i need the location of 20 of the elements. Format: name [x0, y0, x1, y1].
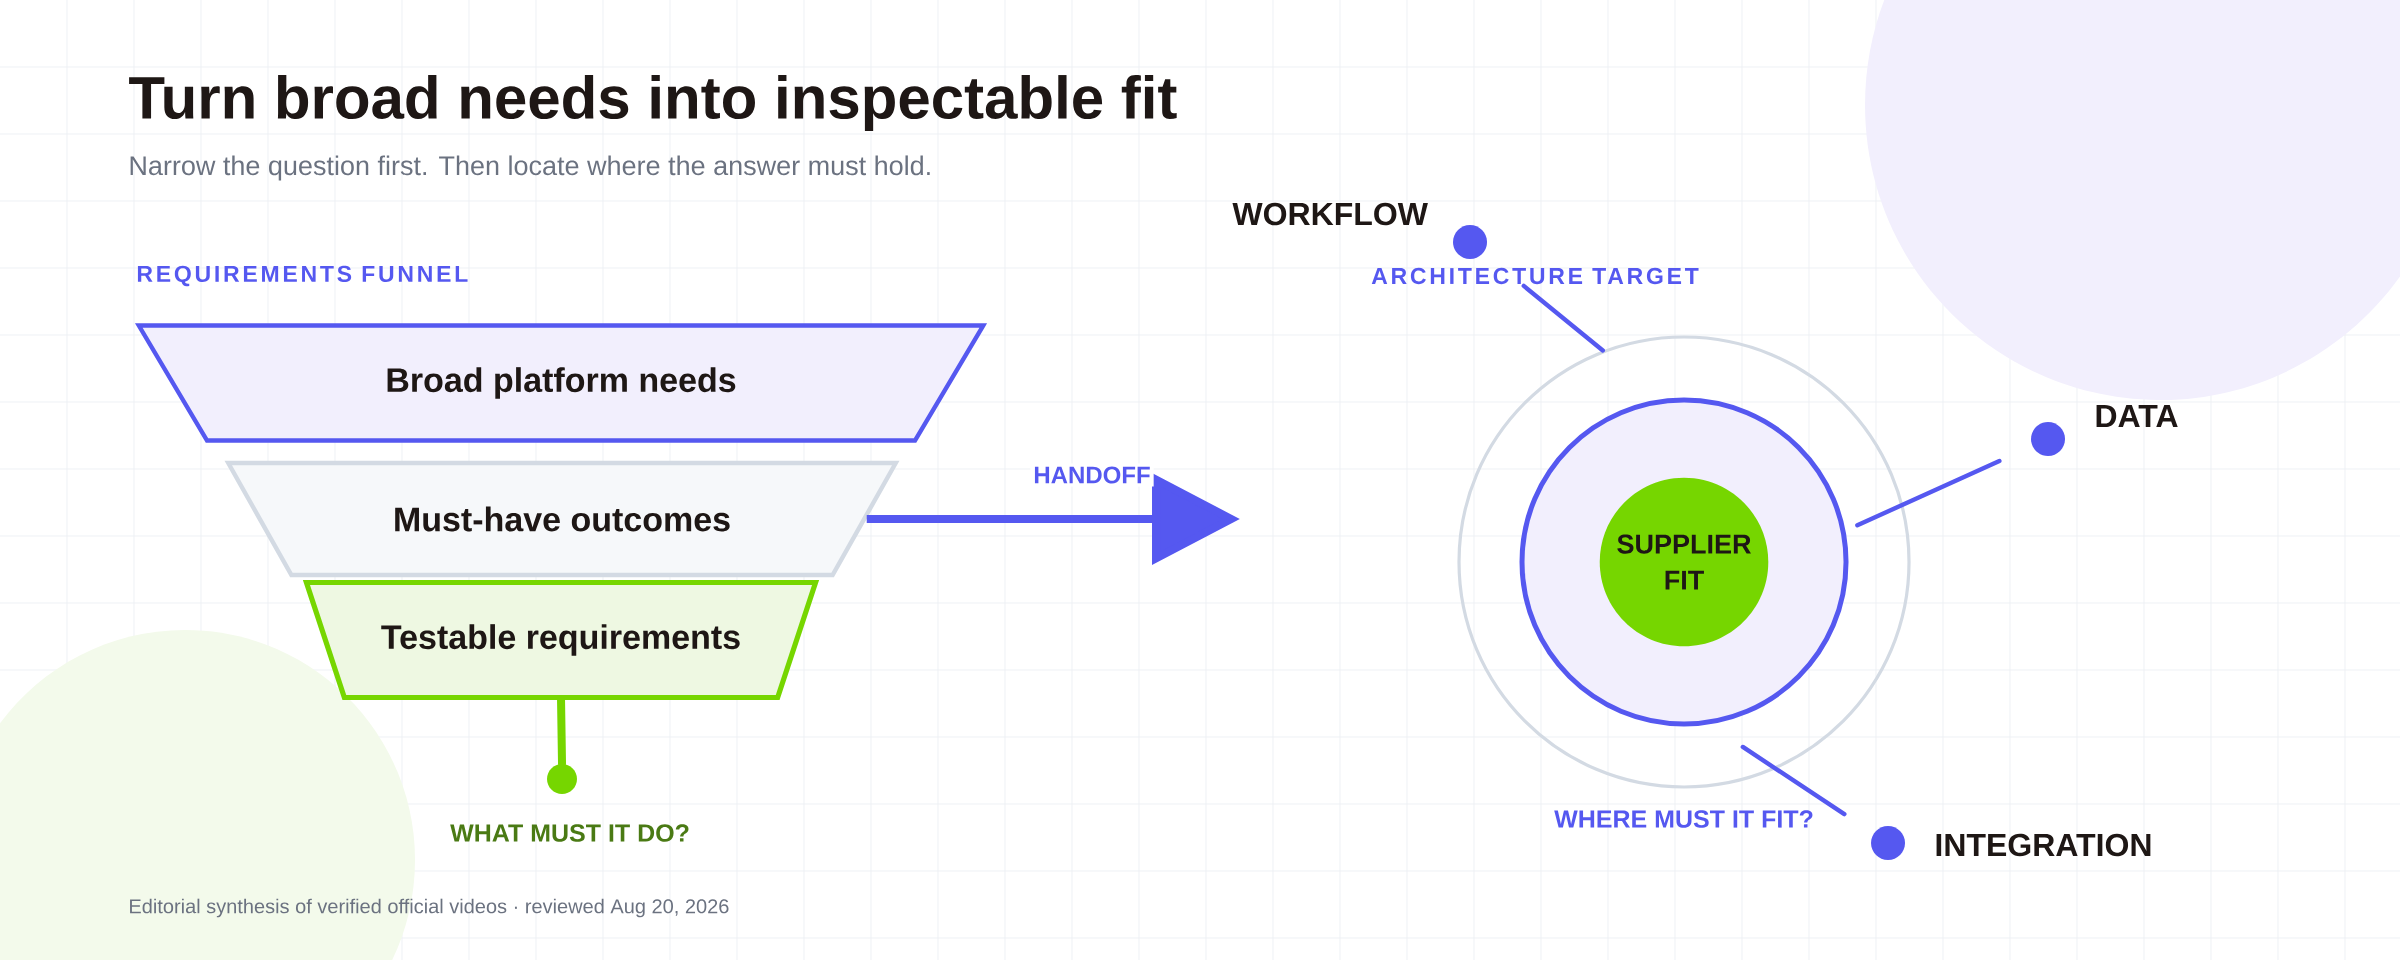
dot: [547, 764, 577, 794]
leader-line: [1521, 283, 1605, 353]
leader-line: [1740, 744, 1847, 817]
ring: [1457, 335, 1911, 789]
question-label: WHERE MUST IT FIT?: [1554, 810, 1813, 828]
footnote: Editorial synthesis of verified official videos · reviewed Aug 20, 2026: [130, 898, 729, 918]
node-label: WORKFLOW: [1232, 202, 1428, 226]
dot: [1871, 826, 1905, 860]
subtitle: Narrow the question first. Then locate where the answer must hold.: [130, 155, 930, 181]
stem-line: [557, 696, 566, 768]
section-label: REQUIREMENTS FUNNEL: [137, 265, 468, 287]
dot: [1453, 225, 1487, 259]
node-label: INTEGRATION: [1936, 833, 2151, 857]
edge-label: HANDOFF: [1030, 463, 1154, 487]
node-label: WHAT MUST IT DO?: [450, 824, 689, 842]
section-label: ARCHITECTURE TARGET: [1371, 267, 1699, 285]
node-label: DATA: [2096, 405, 2178, 427]
dot: [2031, 422, 2065, 456]
title: Turn broad needs into inspectable fit: [129, 75, 1177, 131]
leader-line: [1855, 458, 2002, 528]
